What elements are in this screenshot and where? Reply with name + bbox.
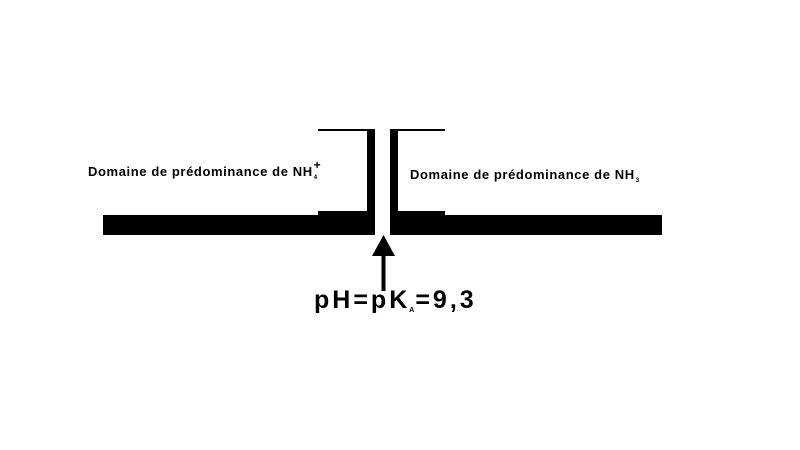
right-bracket-foot (395, 211, 445, 215)
left-bracket-top (318, 129, 370, 131)
right-domain-label: Domaine de prédominance de NH3 (410, 167, 640, 184)
equation-subscript: A (409, 307, 415, 314)
left-domain-subscript: 4 (313, 175, 318, 181)
left-bracket-foot (318, 211, 370, 215)
left-domain-superscript: + (313, 158, 322, 172)
left-bracket-stem (367, 129, 375, 229)
left-domain-label: Domaine de prédominance de NH4 + (88, 158, 321, 181)
right-domain-text: Domaine de prédominance de NH (410, 167, 635, 182)
equation-rhs: =9,3 (415, 286, 477, 314)
boundary-equation: pH=pKA=9,3 (314, 286, 477, 315)
boundary-arrow-shaft (381, 250, 386, 291)
right-bracket-stem (390, 129, 398, 229)
left-domain-text: Domaine de prédominance de NH (88, 164, 313, 179)
right-domain-subscript: 3 (635, 178, 640, 184)
ph-axis-left (103, 215, 375, 235)
right-bracket-top (392, 129, 445, 131)
boundary-arrow-head (372, 235, 395, 256)
equation-lhs: pH=pK (314, 286, 411, 314)
ph-axis-right (390, 215, 662, 235)
